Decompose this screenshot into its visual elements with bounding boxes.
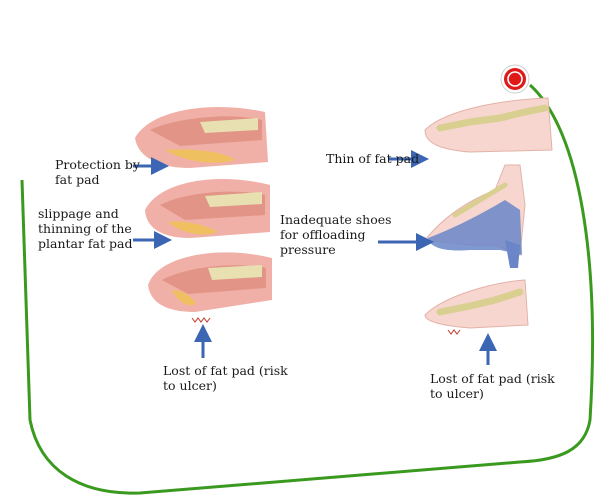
label-protection: Protection by fat pad [55, 157, 140, 187]
record-badge-icon [500, 64, 530, 94]
foot-illustration-healthy [135, 107, 268, 168]
label-thin: Thin of fat pad [326, 151, 420, 166]
label-slippage: slippage and thinning of the plantar fat… [38, 206, 133, 251]
label-shoes: Inadequate shoes for offloading pressure [280, 212, 392, 257]
foot-illustration-lost [148, 252, 272, 323]
foot-illustration-thinning [145, 178, 270, 238]
foot-illustration-inadequate-shoe [424, 164, 526, 268]
foot-illustration-thin-pad [424, 97, 553, 153]
foot-illustration-lost-pad [424, 279, 529, 335]
label-lost-left: Lost of fat pad (risk to ulcer) [163, 363, 288, 393]
label-lost-right: Lost of fat pad (risk to ulcer) [430, 371, 555, 401]
frame-border [20, 83, 594, 495]
